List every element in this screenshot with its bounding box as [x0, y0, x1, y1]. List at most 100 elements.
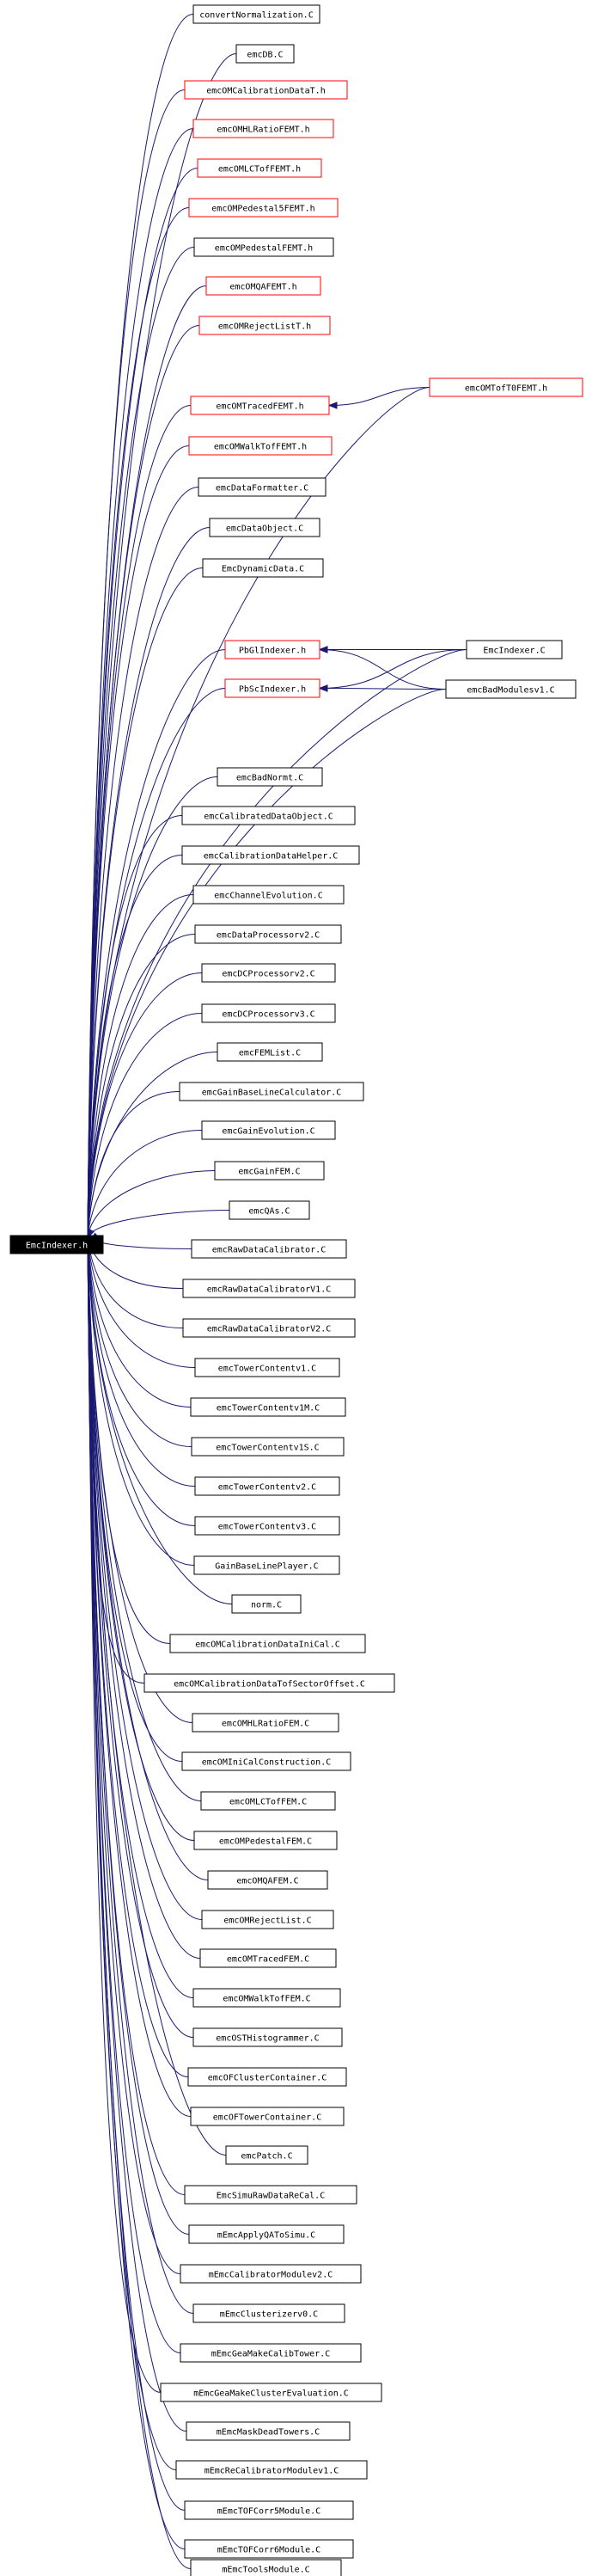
- node-emcrawdatacalibratorv1-c[interactable]: emcRawDataCalibratorV1.C: [182, 1279, 356, 1298]
- node-label: mEmcClusterizerv0.C: [220, 2310, 318, 2320]
- node-label: mEmcToolsModule.C: [222, 2566, 309, 2575]
- node-emcompedestalfemt-h[interactable]: emcOMPedestalFEMT.h: [193, 237, 334, 257]
- node-label: GainBaseLinePlayer.C: [215, 1562, 318, 1572]
- node-emcompedestal5femt-h[interactable]: emcOMPedestal5FEMT.h: [188, 198, 339, 218]
- node-label: emcTowerContentv1.C: [218, 1365, 316, 1374]
- node-memctofcorr6module-c[interactable]: mEmcTOFCorr6Module.C: [184, 2539, 354, 2559]
- node-memcgeamakecalibtower-c[interactable]: mEmcGeaMakeCalibTower.C: [180, 2343, 362, 2363]
- root-node[interactable]: EmcIndexer.h: [9, 1235, 104, 1254]
- node-label: emcOMCalibrationDataIniCal.C: [195, 1641, 340, 1650]
- node-emcomqafem-c[interactable]: emcOMQAFEM.C: [207, 1870, 328, 1890]
- node-memctoolsmodule-c[interactable]: mEmcToolsModule.C: [190, 2559, 342, 2576]
- node-box: [192, 1713, 339, 1733]
- node-box: [229, 1200, 310, 1220]
- node-emcomqafemt-h[interactable]: emcOMQAFEMT.h: [205, 276, 321, 296]
- node-convertnormalization-c[interactable]: convertNormalization.C: [192, 4, 320, 24]
- edge-emctowercontentv1m-c-to-root: [87, 1236, 192, 1408]
- node-emcdataformatter-c[interactable]: emcDataFormatter.C: [198, 477, 327, 497]
- node-emcomrejectlistt-h[interactable]: emcOMRejectListT.h: [198, 316, 331, 335]
- node-emcoftowercontainer-c[interactable]: emcOFTowerContainer.C: [190, 2107, 345, 2126]
- node-emcomwalktoffem-c[interactable]: emcOMWalkTofFEM.C: [192, 1988, 341, 2008]
- node-gainbaselineplayer-c[interactable]: GainBaseLinePlayer.C: [193, 1555, 340, 1575]
- edge-n16-n17: [319, 649, 467, 689]
- node-emcfemlist-c[interactable]: emcFEMList.C: [217, 1042, 323, 1062]
- node-box: [466, 640, 563, 659]
- node-pbglindexer-h[interactable]: PbGlIndexer.h: [224, 640, 320, 659]
- node-box: [191, 1239, 347, 1259]
- node-emctowercontentv3-c[interactable]: emcTowerContentv3.C: [194, 1516, 340, 1536]
- node-label: EmcIndexer.C: [483, 647, 545, 656]
- node-emcdynamicdata-c[interactable]: EmcDynamicData.C: [202, 558, 324, 578]
- node-memcmaskdeadtowers-c[interactable]: mEmcMaskDeadTowers.C: [186, 2421, 351, 2441]
- node-emctowercontentv2-c[interactable]: emcTowerContentv2.C: [194, 1476, 340, 1496]
- node-box: [209, 518, 320, 537]
- node-norm-c[interactable]: norm.C: [231, 1594, 302, 1614]
- node-box: [169, 1634, 366, 1653]
- node-emcomrejectlist-c[interactable]: emcOMRejectList.C: [201, 1910, 334, 1929]
- node-box: [214, 1161, 325, 1181]
- node-box: [194, 1516, 340, 1536]
- node-label: emcOMRejectListT.h: [218, 322, 311, 332]
- node-emcqas-c[interactable]: emcQAs.C: [229, 1200, 310, 1220]
- node-emcdcprocessorv3-c[interactable]: emcDCProcessorv3.C: [201, 1003, 336, 1023]
- node-memctofcorr5module-c[interactable]: mEmcTOFCorr5Module.C: [184, 2500, 354, 2520]
- node-emcomcalibrationdatainical-c[interactable]: emcOMCalibrationDataIniCal.C: [169, 1634, 366, 1653]
- node-emcdataprocessorv2-c[interactable]: emcDataProcessorv2.C: [194, 924, 342, 944]
- node-emcbadnormt-c[interactable]: emcBadNormt.C: [217, 767, 323, 787]
- node-label: emcOMWalkTofFEMT.h: [214, 443, 307, 452]
- node-emcgainfem-c[interactable]: emcGainFEM.C: [214, 1161, 325, 1181]
- node-emcomcalibrationdatat-h[interactable]: emcOMCalibrationDataT.h: [184, 80, 348, 100]
- node-emcomtracedfem-c[interactable]: emcOMTracedFEM.C: [199, 1948, 337, 1968]
- node-label: emcTowerContentv1M.C: [217, 1404, 320, 1414]
- node-box: [198, 477, 327, 497]
- node-emcominicalconstruction-c[interactable]: emcOMIniCalConstruction.C: [181, 1751, 351, 1771]
- node-emcrawdatacalibratorv2-c[interactable]: emcRawDataCalibratorV2.C: [182, 1318, 356, 1338]
- node-box: [429, 377, 583, 397]
- node-memcgeamakeclusterevaluation-c[interactable]: mEmcGeaMakeClusterEvaluation.C: [160, 2383, 382, 2402]
- node-emcdcprocessorv2-c[interactable]: emcDCProcessorv2.C: [201, 963, 336, 983]
- node-emcgainbaselinecalculator-c[interactable]: emcGainBaseLineCalculator.C: [179, 1082, 364, 1101]
- node-emcdb-c[interactable]: emcDB.C: [235, 44, 295, 64]
- node-memcrecalibratormodulev1-c[interactable]: mEmcReCalibratorModulev1.C: [175, 2460, 368, 2480]
- node-emcindexer-c[interactable]: EmcIndexer.C: [466, 640, 563, 659]
- node-box: [224, 678, 320, 698]
- node-box: [188, 436, 333, 456]
- node-emcomhlratiofem-c[interactable]: emcOMHLRatioFEM.C: [192, 1713, 339, 1733]
- node-memccalibratormodulev2-c[interactable]: mEmcCalibratorModulev2.C: [180, 2264, 362, 2284]
- node-emccalibrationdatahelper-c[interactable]: emcCalibrationDataHelper.C: [181, 845, 360, 865]
- node-emcdataobject-c[interactable]: emcDataObject.C: [209, 518, 320, 537]
- node-emcomwalktoffemt-h[interactable]: emcOMWalkTofFEMT.h: [188, 436, 333, 456]
- node-label: PbScIndexer.h: [239, 685, 306, 695]
- node-emcomlctoffem-c[interactable]: emcOMLCTofFEM.C: [200, 1791, 336, 1811]
- node-emctowercontentv1m-c[interactable]: emcTowerContentv1M.C: [190, 1397, 346, 1417]
- node-box: [192, 4, 320, 24]
- node-emcrawdatacalibrator-c[interactable]: emcRawDataCalibrator.C: [191, 1239, 347, 1259]
- node-emcomcalibrationdatatofsectoroffset-c[interactable]: emcOMCalibrationDataTofSectorOffset.C: [143, 1673, 395, 1693]
- node-memcapplyqatosimu-c[interactable]: mEmcApplyQAToSimu.C: [188, 2224, 345, 2244]
- node-emcomtoft0femt-h[interactable]: emcOMTofT0FEMT.h: [429, 377, 583, 397]
- node-emccalibrateddataobject-c[interactable]: emcCalibratedDataObject.C: [181, 806, 356, 825]
- node-emcosthistogrammer-c[interactable]: emcOSTHistogrammer.C: [192, 2027, 343, 2047]
- node-emcompedestalfem-c[interactable]: emcOMPedestalFEM.C: [193, 1831, 338, 1850]
- node-memcclusterizerv0-c[interactable]: mEmcClusterizerv0.C: [192, 2303, 345, 2323]
- node-emcpatch-c[interactable]: emcPatch.C: [225, 2145, 308, 2165]
- node-box: [190, 2559, 342, 2576]
- node-pbscindexer-h[interactable]: PbScIndexer.h: [224, 678, 320, 698]
- node-emcofclustercontainer-c[interactable]: emcOFClusterContainer.C: [187, 2067, 347, 2087]
- edge-emcfemlist-c-to-root: [87, 1052, 218, 1238]
- edge-emcbadmodulesv1-c-to-root: [87, 689, 447, 1238]
- node-emcbadmodulesv1-c[interactable]: emcBadModulesv1.C: [445, 679, 577, 699]
- node-emcomlctoffemt-h[interactable]: emcOMLCTofFEMT.h: [197, 158, 322, 178]
- node-emcomhlratiofemt-h[interactable]: emcOMHLRatioFEMT.h: [192, 119, 334, 138]
- node-label: mEmcGeaMakeCalibTower.C: [211, 2350, 330, 2359]
- node-emcsimurawdatarecal-c[interactable]: EmcSimuRawDataReCal.C: [184, 2185, 357, 2205]
- node-emcchannelevolution-c[interactable]: emcChannelEvolution.C: [192, 885, 345, 905]
- node-box: [190, 396, 330, 415]
- edge-emcdynamicdata-c-to-root: [87, 567, 204, 1238]
- node-emctowercontentv1-c[interactable]: emcTowerContentv1.C: [194, 1358, 340, 1377]
- node-box: [184, 80, 348, 100]
- edge-emcomcalibrationdatat-h-to-root: [87, 89, 186, 1238]
- node-emcomtracedfemt-h[interactable]: emcOMTracedFEMT.h: [190, 396, 330, 415]
- node-emcgainevolution-c[interactable]: emcGainEvolution.C: [201, 1120, 336, 1140]
- node-emctowercontentv1s-c[interactable]: emcTowerContentv1S.C: [191, 1437, 345, 1457]
